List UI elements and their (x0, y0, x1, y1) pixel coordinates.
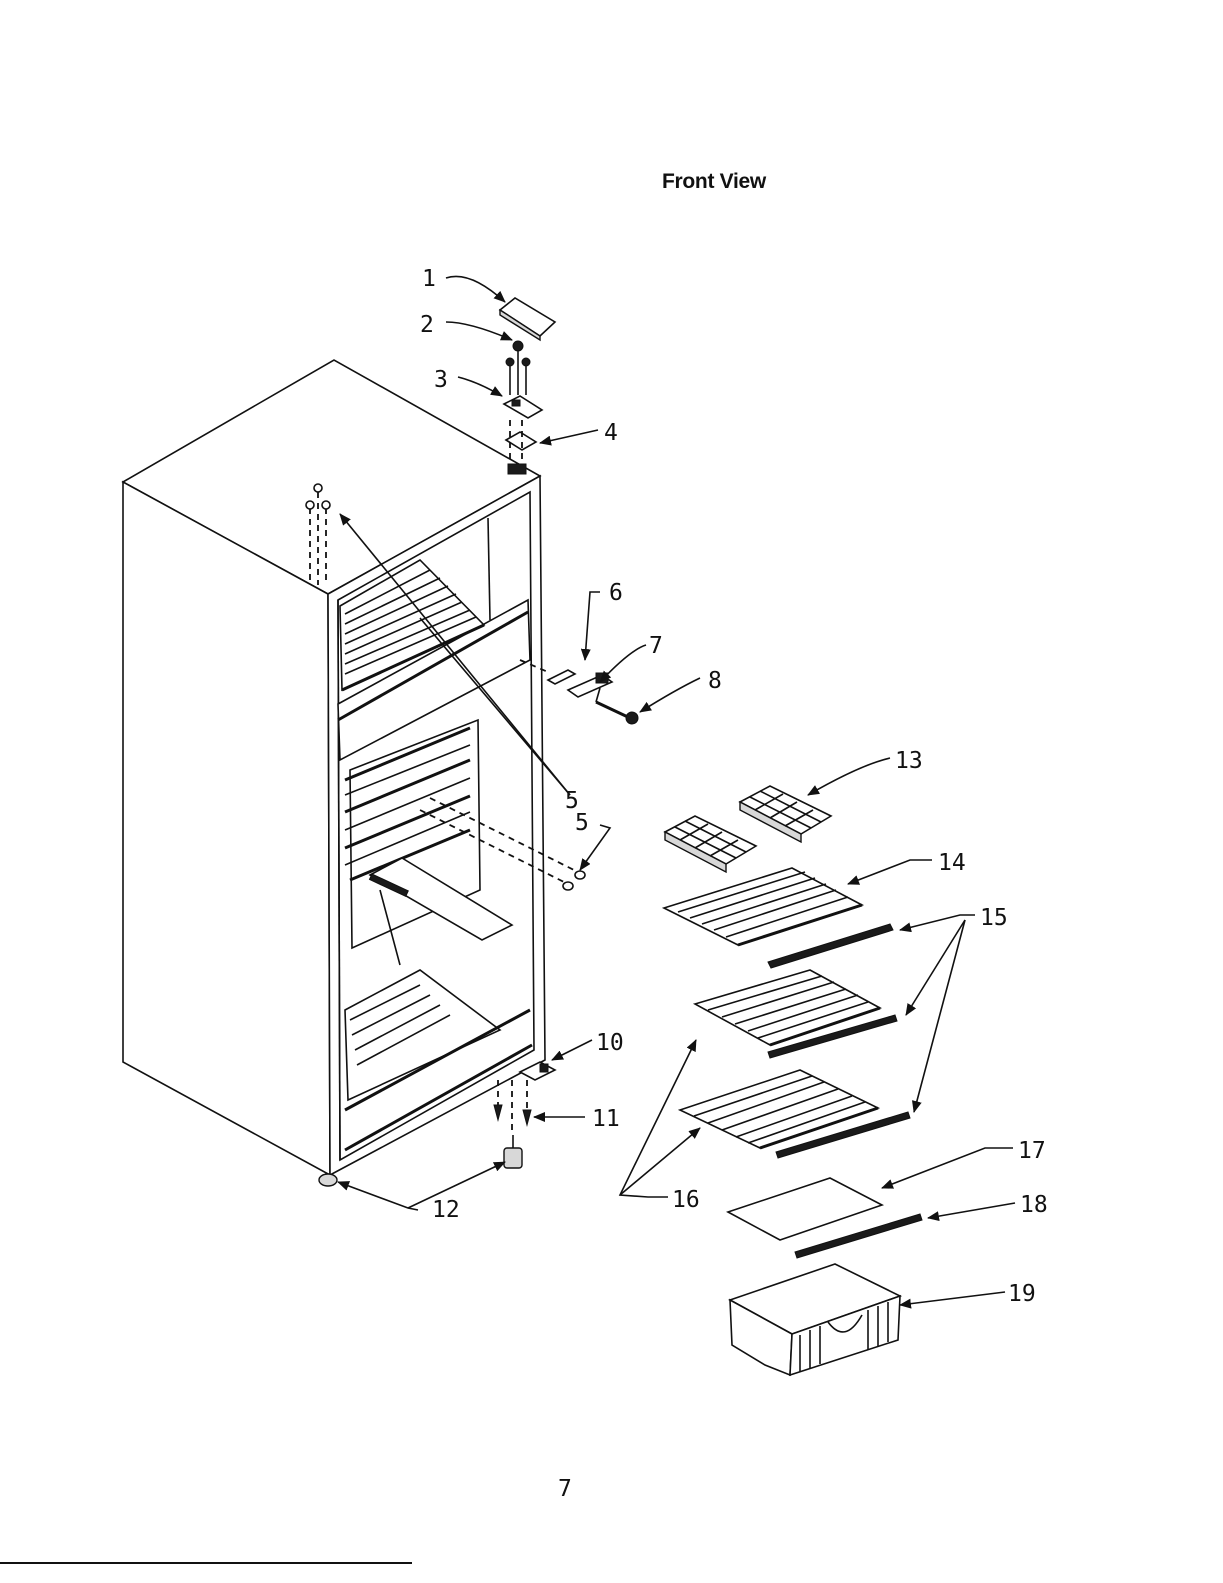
callout-4: 4 (604, 420, 618, 446)
callout-16: 16 (672, 1187, 700, 1213)
callout-5-secondary: 5 (575, 810, 589, 836)
callout-11: 11 (592, 1106, 620, 1132)
freezer-wire-shelf (664, 868, 893, 968)
crisper-drawer (730, 1264, 900, 1375)
refrigerator-shelves (680, 970, 910, 1158)
callout-19: 19 (1008, 1281, 1036, 1307)
callout-12: 12 (432, 1197, 460, 1223)
crisper-cover (728, 1178, 922, 1258)
callout-8: 8 (708, 668, 722, 694)
callout-18: 18 (1020, 1192, 1048, 1218)
refrigerator-cabinet (123, 360, 545, 1186)
ice-trays (665, 786, 831, 872)
callout-13: 13 (895, 748, 923, 774)
callout-1: 1 (422, 266, 436, 292)
callout-10: 10 (596, 1030, 624, 1056)
callout-3: 3 (434, 367, 448, 393)
callout-17: 17 (1018, 1138, 1046, 1164)
callout-14: 14 (938, 850, 966, 876)
callout-15: 15 (980, 905, 1008, 931)
top-hinge-assembly (500, 298, 555, 474)
callout-2: 2 (420, 312, 434, 338)
footer-rule (0, 1562, 412, 1564)
callout-7: 7 (649, 633, 663, 659)
page-number: 7 (558, 1476, 572, 1502)
callout-6: 6 (609, 580, 623, 606)
